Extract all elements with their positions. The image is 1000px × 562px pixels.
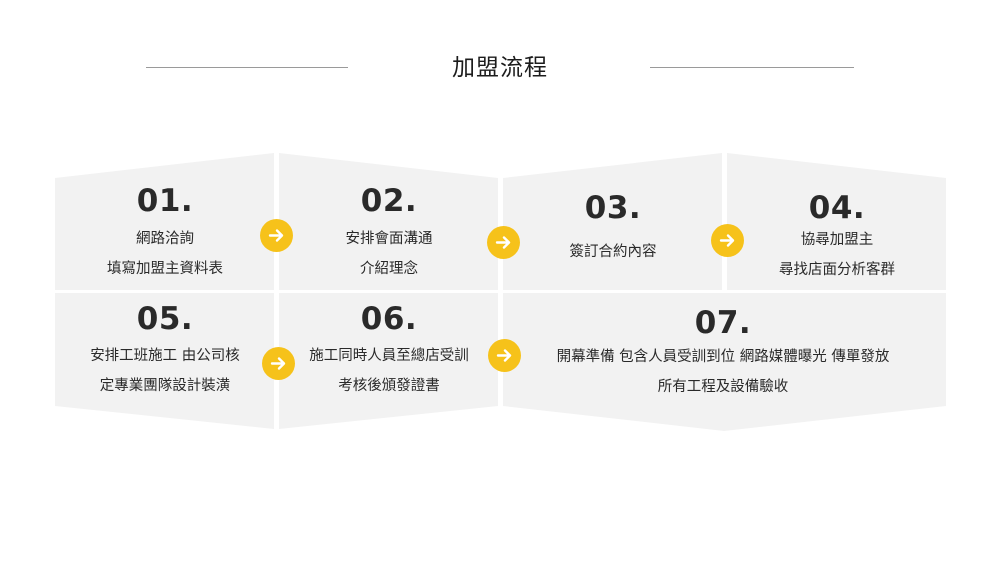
page-title: 加盟流程	[452, 55, 548, 81]
step-text-line: 開幕準備 包含人員受訓到位 網路媒體曝光 傳單發放	[556, 349, 890, 365]
step-text-line: 安排會面溝通	[345, 231, 433, 247]
step-number: 07.	[694, 305, 752, 341]
arrow-right-icon	[260, 219, 293, 252]
step-panel-04	[727, 153, 946, 290]
step-panel-06	[279, 293, 498, 429]
step-panel-05	[55, 293, 274, 429]
step-02: 02. 安排會面溝通 介紹理念	[289, 182, 489, 284]
step-05: 05. 安排工班施工 由公司核 定專業團隊設計裝潢	[60, 300, 270, 401]
step-panel-02	[279, 153, 498, 290]
title-row: 加盟流程	[0, 52, 1000, 88]
step-panel-01	[55, 153, 274, 290]
step-03: 03. 簽訂合約內容	[513, 189, 713, 267]
step-text-line: 所有工程及設備驗收	[657, 379, 789, 395]
arrow-right-icon	[711, 224, 744, 257]
step-number: 03.	[584, 190, 642, 226]
step-number: 06.	[360, 301, 418, 337]
step-text-line: 簽訂合約內容	[569, 244, 657, 260]
step-text-line: 施工同時人員至總店受訓	[309, 348, 469, 364]
step-text-line: 協尋加盟主	[800, 232, 874, 248]
arrow-right-icon	[262, 347, 295, 380]
step-panel-07	[503, 293, 946, 431]
step-text-line: 尋找店面分析客群	[779, 262, 895, 278]
step-01: 01. 網路洽詢 填寫加盟主資料表	[65, 182, 265, 284]
step-number: 02.	[360, 183, 418, 219]
step-07: 07. 開幕準備 包含人員受訓到位 網路媒體曝光 傳單發放 所有工程及設備驗收	[518, 304, 928, 402]
step-text-line: 填寫加盟主資料表	[107, 261, 223, 277]
step-number: 01.	[136, 183, 194, 219]
title-divider-left	[146, 67, 348, 68]
step-06: 06. 施工同時人員至總店受訓 考核後頒發證書	[284, 300, 494, 401]
step-number: 04.	[808, 190, 866, 226]
step-text-line: 安排工班施工 由公司核	[90, 348, 240, 364]
title-divider-right	[650, 67, 854, 68]
arrow-right-icon	[487, 226, 520, 259]
step-text-line: 考核後頒發證書	[338, 378, 440, 394]
step-text-line: 介紹理念	[360, 261, 418, 277]
arrow-right-icon	[488, 339, 521, 372]
step-04: 04. 協尋加盟主 尋找店面分析客群	[737, 189, 937, 285]
step-panel-03	[503, 153, 722, 290]
step-text-line: 定專業團隊設計裝潢	[99, 378, 231, 394]
step-number: 05.	[136, 301, 194, 337]
step-text-line: 網路洽詢	[136, 231, 194, 247]
